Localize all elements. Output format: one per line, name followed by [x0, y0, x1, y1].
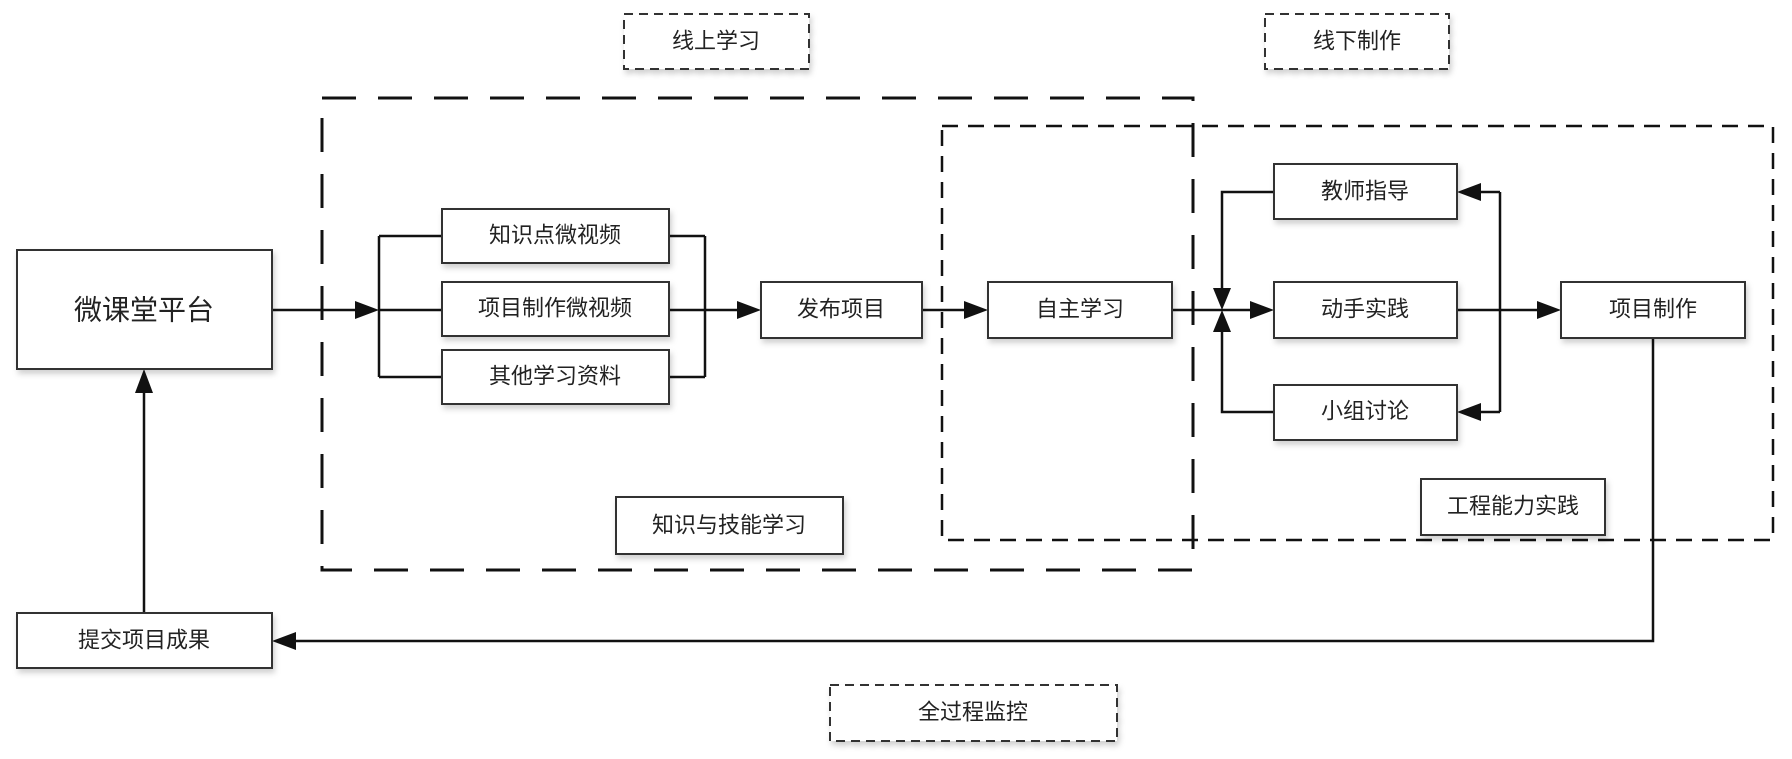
node-teacher-guidance-label: 教师指导: [1321, 180, 1409, 205]
node-project-making-label: 项目制作: [1609, 298, 1697, 323]
node-group-discussion: 小组讨论: [1273, 384, 1458, 441]
node-submit-results: 提交项目成果: [16, 612, 273, 669]
region-label-engineering-practice-text: 工程能力实践: [1447, 495, 1579, 520]
phase-label-monitoring: 全过程监控: [829, 684, 1118, 742]
arrow-head: [1250, 301, 1274, 319]
node-publish-project: 发布项目: [760, 281, 923, 339]
region-label-knowledge-skill: 知识与技能学习: [615, 496, 844, 555]
phase-label-offline: 线下制作: [1264, 13, 1450, 70]
arrow-head: [1213, 288, 1231, 310]
node-self-study: 自主学习: [987, 281, 1173, 339]
node-video-project: 项目制作微视频: [441, 281, 670, 337]
arrow-head: [737, 301, 761, 319]
node-platform: 微课堂平台: [16, 249, 273, 370]
region-label-knowledge-skill-text: 知识与技能学习: [652, 514, 806, 539]
node-video-project-label: 项目制作微视频: [478, 297, 632, 322]
node-other-materials-label: 其他学习资料: [489, 365, 621, 390]
node-publish-project-label: 发布项目: [797, 298, 885, 323]
arrow-head: [1213, 310, 1231, 332]
node-self-study-label: 自主学习: [1036, 298, 1124, 323]
arrow-head: [355, 301, 379, 319]
arrow-head: [272, 632, 296, 650]
node-submit-results-label: 提交项目成果: [78, 629, 210, 654]
edge-group-to-hands-on: [1220, 330, 1274, 414]
node-hands-on-label: 动手实践: [1321, 298, 1409, 323]
node-project-making: 项目制作: [1560, 281, 1746, 339]
arrow-head: [135, 369, 153, 393]
arrow-head: [1537, 301, 1561, 319]
region-label-engineering-practice: 工程能力实践: [1420, 478, 1606, 536]
edge-project-to-submit: [294, 338, 1655, 643]
phase-label-online-text: 线上学习: [672, 30, 760, 55]
node-group-discussion-label: 小组讨论: [1321, 400, 1409, 425]
node-video-knowledge-label: 知识点微视频: [489, 224, 621, 249]
node-platform-label: 微课堂平台: [74, 294, 214, 327]
node-teacher-guidance: 教师指导: [1273, 163, 1458, 220]
arrow-head: [1457, 183, 1481, 201]
phase-label-offline-text: 线下制作: [1313, 30, 1401, 55]
node-other-materials: 其他学习资料: [441, 349, 670, 405]
node-video-knowledge: 知识点微视频: [441, 208, 670, 264]
phase-label-monitoring-text: 全过程监控: [918, 701, 1028, 726]
edge-teacher-to-hands-on: [1220, 190, 1274, 290]
node-hands-on: 动手实践: [1273, 281, 1458, 339]
phase-label-online: 线上学习: [623, 13, 810, 70]
arrow-head: [1457, 403, 1481, 421]
arrow-head: [964, 301, 988, 319]
